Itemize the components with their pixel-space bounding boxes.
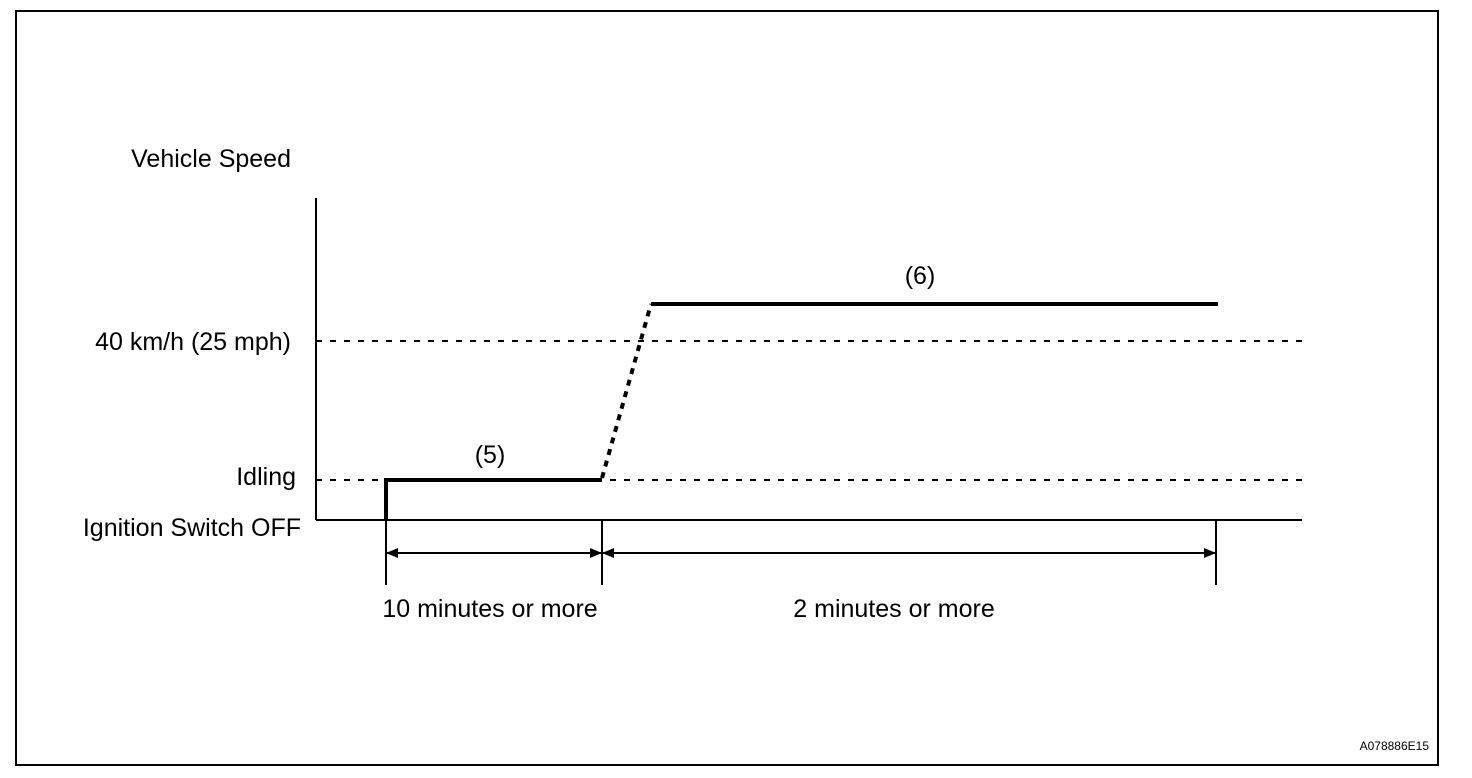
level-label-speed: 40 km/h (25 mph): [95, 328, 291, 356]
acceleration-segment: [600, 303, 653, 479]
level-label-idling: Idling: [236, 463, 296, 491]
duration-label-step-6: 2 minutes or more: [793, 595, 994, 623]
figure-code: A078886E15: [1360, 739, 1430, 753]
figure-frame: [15, 10, 1439, 766]
level-label-ignition-off: Ignition Switch OFF: [83, 514, 301, 542]
idle-segment: [384, 478, 602, 520]
duration-label-step-5: 10 minutes or more: [382, 595, 597, 623]
y-axis-title: Vehicle Speed: [131, 145, 291, 173]
step-label-5: (5): [475, 441, 506, 469]
step-label-6: (6): [905, 262, 936, 290]
